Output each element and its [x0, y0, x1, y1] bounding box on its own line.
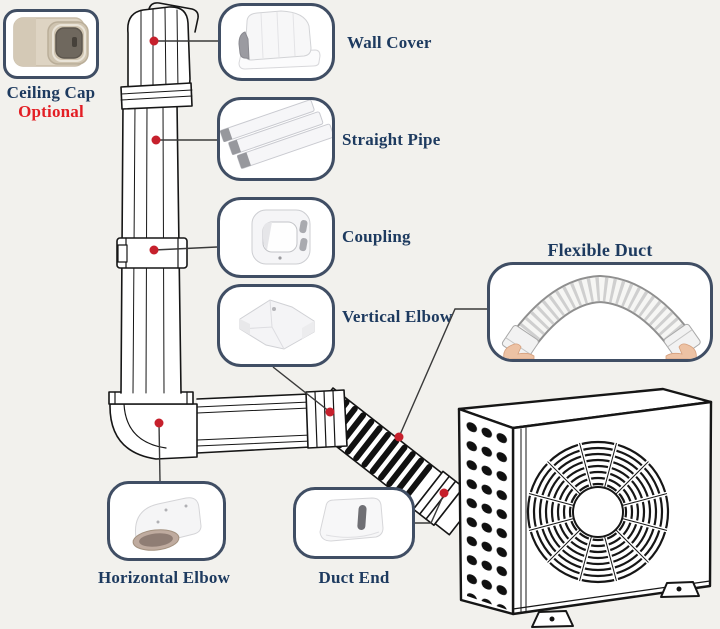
label-wall-cover: Wall Cover [347, 33, 432, 52]
label-flexible-duct: Flexible Duct [547, 240, 653, 260]
duct-end-image [319, 497, 384, 542]
horizontal-elbow-image [132, 497, 202, 551]
label-straight-pipe: Straight Pipe [342, 130, 441, 149]
callout-horizontal-elbow [107, 481, 226, 561]
callout-wall-cover [218, 3, 335, 81]
fan-grille [526, 440, 670, 584]
straight-pipe-image [220, 100, 332, 169]
label-duct-end: Duct End [318, 568, 390, 587]
label-ceiling-cap-optional: Optional [18, 102, 84, 121]
marker-dots [149, 36, 449, 498]
right-hand-image [665, 343, 697, 359]
label-vertical-elbow: Vertical Elbow [342, 307, 453, 326]
leader-lines [153, 40, 487, 524]
left-hand-image [503, 343, 535, 359]
callout-duct-end [293, 487, 415, 559]
ceiling-cap-image [13, 17, 89, 67]
label-horizontal-elbow: Horizontal Elbow [97, 568, 231, 587]
label-coupling: Coupling [342, 227, 411, 246]
drawn-wall-cover [120, 2, 199, 110]
coupling-image [251, 209, 311, 265]
flexible-duct-image [501, 274, 701, 359]
callout-coupling [217, 197, 335, 278]
callout-ceiling-cap [3, 9, 99, 79]
callout-straight-pipe [217, 97, 335, 181]
vertical-elbow-image [239, 299, 315, 350]
wall-cover-image [238, 10, 321, 70]
drawn-ac-unit [457, 387, 713, 628]
drawn-horizontal-duct [196, 389, 348, 454]
drawn-horizontal-elbow [108, 391, 198, 460]
label-ceiling-cap: Ceiling Cap [6, 83, 96, 102]
callout-flexible-duct [487, 262, 713, 362]
callout-vertical-elbow [217, 284, 335, 367]
